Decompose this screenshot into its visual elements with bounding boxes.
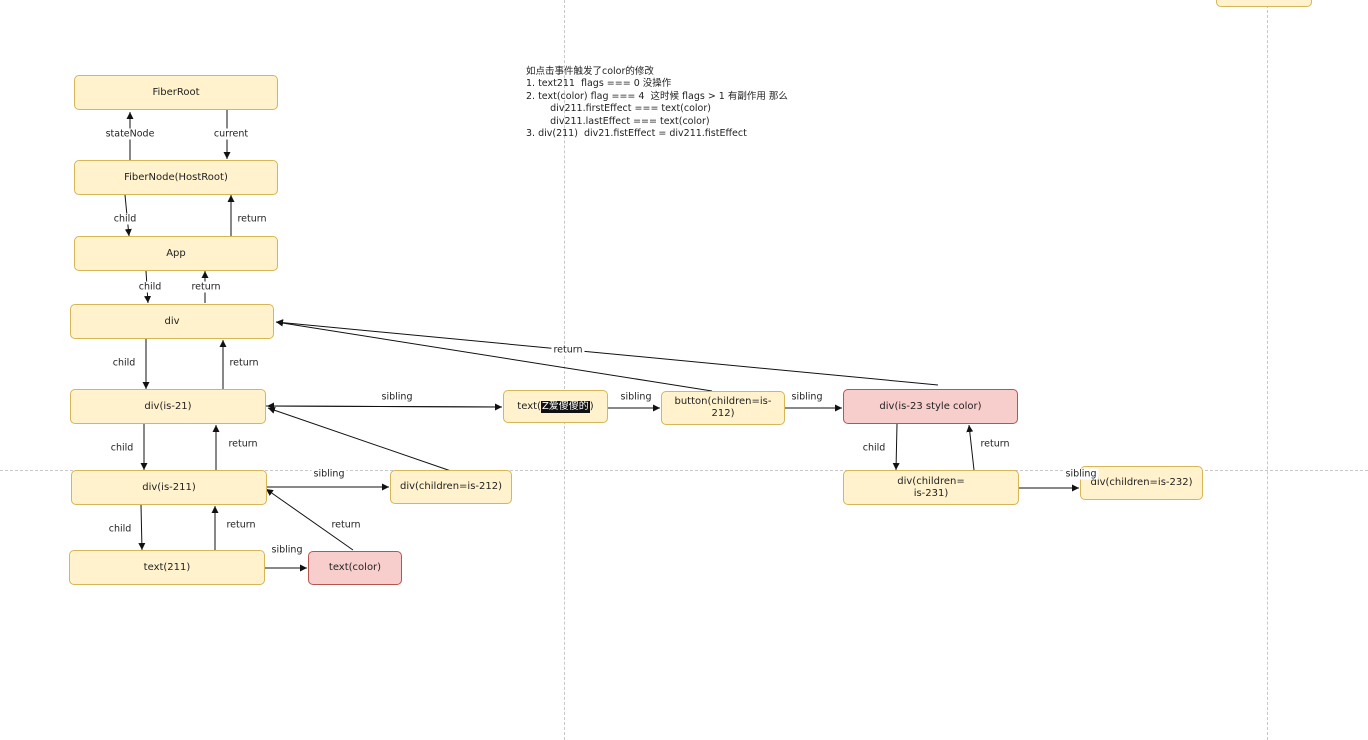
label-child: child <box>136 281 164 293</box>
guide-line-vertical <box>1267 0 1268 740</box>
node-div-is-21[interactable]: div(is-21) <box>70 389 266 424</box>
highlighted-text: Z爱傻傻的 <box>540 400 590 413</box>
label-sibling: sibling <box>379 391 415 403</box>
node-div-is-23[interactable]: div(is-23 style color) <box>843 389 1018 424</box>
node-button-212[interactable]: button(children=is-212) <box>661 391 785 425</box>
edge-return-textz-to-div21 <box>266 402 503 410</box>
node-div[interactable]: div <box>70 304 274 339</box>
node-div-children-232[interactable]: div(children=is-232) <box>1080 466 1203 500</box>
guide-line-vertical <box>564 0 565 740</box>
edge-return-button <box>275 319 713 392</box>
node-host-root[interactable]: FiberNode(HostRoot) <box>74 160 278 195</box>
label-return: return <box>551 344 585 356</box>
edge-child-div231 <box>892 423 900 471</box>
label-sibling: sibling <box>269 544 305 556</box>
label-return: return <box>978 438 1012 450</box>
edge-return-div23b <box>966 424 975 471</box>
label-return: return <box>224 519 258 531</box>
label-child: child <box>108 442 136 454</box>
label-return: return <box>227 357 261 369</box>
node-div-children-231[interactable]: div(children= is-231) <box>843 470 1019 505</box>
node-text-211[interactable]: text(211) <box>69 550 265 585</box>
node-div-is-211[interactable]: div(is-211) <box>71 470 267 505</box>
node-div-children-212[interactable]: div(children=is-212) <box>390 470 512 504</box>
node-fiber-root[interactable]: FiberRoot <box>74 75 278 110</box>
edge-return-div212 <box>267 406 452 472</box>
label-return: return <box>235 213 269 225</box>
label-return: return <box>226 438 260 450</box>
label-child: child <box>106 523 134 535</box>
edge-return-textcolor <box>265 488 354 551</box>
node-app[interactable]: App <box>74 236 278 271</box>
label-sibling: sibling <box>789 391 825 403</box>
edge-child-text211 <box>138 504 146 551</box>
edge-return-div23 <box>275 319 939 386</box>
label-child: child <box>860 442 888 454</box>
label-current: current <box>211 128 251 140</box>
label-sibling: sibling <box>618 391 654 403</box>
node-text-color[interactable]: text(color) <box>308 551 402 585</box>
label-statenode: stateNode <box>103 128 157 140</box>
label-child: child <box>110 357 138 369</box>
label-sibling: sibling <box>1063 468 1099 480</box>
label-sibling: sibling <box>311 468 347 480</box>
label-child: child <box>111 213 139 225</box>
guide-line-horizontal <box>0 470 1368 471</box>
partial-node[interactable] <box>1216 0 1312 7</box>
node-text-z[interactable]: text(Z爱傻傻的) <box>503 390 608 423</box>
label-return: return <box>329 519 363 531</box>
label-return: return <box>189 281 223 293</box>
